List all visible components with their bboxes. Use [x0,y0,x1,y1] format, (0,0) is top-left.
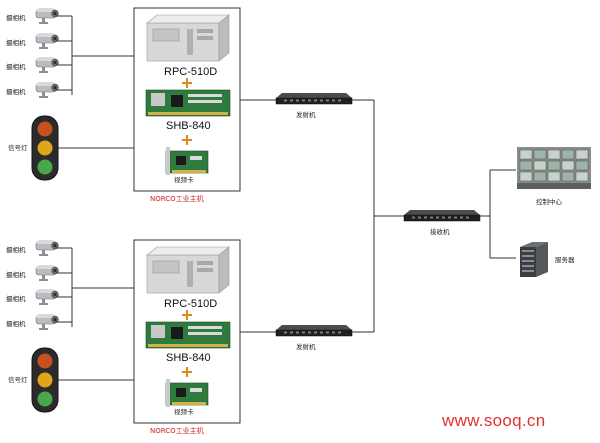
camera-label: 摄相机 [6,63,26,71]
camera-icon [35,314,59,330]
camera-label: 摄相机 [6,320,26,328]
traffic-light-icon [31,347,59,413]
transmitter-label: 发射机 [296,111,316,119]
camera-label: 摄相机 [6,295,26,303]
camera-label: 摄相机 [6,271,26,279]
camera-icon [35,33,59,49]
capture-card-label: 视频卡 [174,408,194,416]
server-label: 服务器 [555,256,575,264]
single-board-computer-icon [145,321,231,349]
transmitter-label: 发射机 [296,343,316,351]
capture-card-label: 视频卡 [174,176,194,184]
industrial-chassis-icon [146,14,230,62]
server-icon [520,242,548,277]
camera-label: 摄相机 [6,39,26,47]
industrial-chassis-icon [146,246,230,294]
video-capture-card-icon [165,379,209,407]
receiver-icon [403,210,481,222]
board-model-label: SHB-840 [166,352,211,364]
board-model-label: SHB-840 [166,120,211,132]
camera-icon [35,289,59,305]
watermark-text: www.sooq.cn [442,411,546,430]
host-caption-label: NORCO工业主机 [150,427,204,435]
camera-label: 摄相机 [6,14,26,22]
chassis-model-label: RPC-510D [164,66,218,78]
camera-label: 摄相机 [6,246,26,254]
signal-light-label: 信号灯 [8,144,28,152]
camera-icon [35,240,59,256]
control-center-label: 控制中心 [536,198,562,206]
signal-light-label: 信号灯 [8,376,28,384]
plus-icon [182,310,192,320]
plus-icon [182,367,192,377]
camera-icon [35,8,59,24]
receiver-label: 接收机 [430,228,450,236]
plus-icon [182,78,192,88]
camera-label: 摄相机 [6,88,26,96]
camera-icon [35,57,59,73]
host-caption-label: NORCO工业主机 [150,195,204,203]
control-center-icon [517,147,591,189]
camera-icon [35,265,59,281]
single-board-computer-icon [145,89,231,117]
camera-icon [35,82,59,98]
video-capture-card-icon [165,147,209,175]
chassis-model-label: RPC-510D [164,298,218,310]
plus-icon [182,135,192,145]
traffic-light-icon [31,115,59,181]
transmitter-icon [275,93,353,105]
transmitter-icon [275,325,353,337]
